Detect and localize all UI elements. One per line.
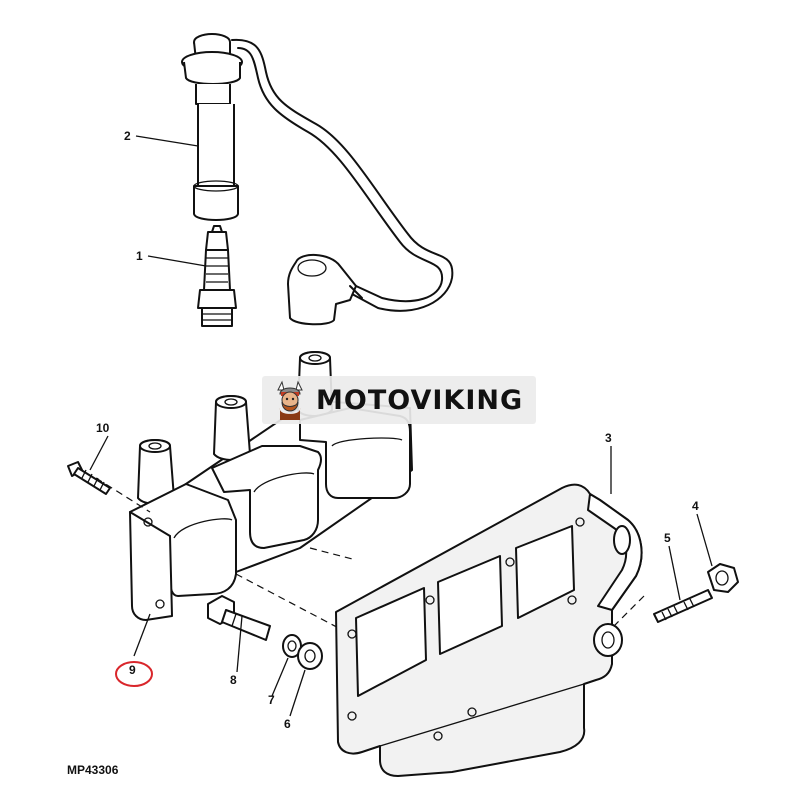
watermark-banner: MOTOVIKING <box>262 376 536 424</box>
screw <box>67 461 111 495</box>
washer <box>297 642 323 670</box>
mounting-bracket <box>335 483 643 777</box>
callout-5: 5 <box>664 531 671 545</box>
callout-1: 1 <box>136 249 143 263</box>
callout-6: 6 <box>284 717 291 731</box>
callout-9: 9 <box>129 663 136 677</box>
spark-plug-wire <box>231 38 454 326</box>
stud <box>653 589 713 623</box>
callout-7: 7 <box>268 693 275 707</box>
callout-4: 4 <box>692 499 699 513</box>
spark-plug <box>197 225 237 327</box>
callout-2: 2 <box>124 129 131 143</box>
nut <box>707 563 739 593</box>
callout-8: 8 <box>230 673 237 687</box>
ignition-coil-pack <box>129 351 413 621</box>
bolt <box>207 595 271 641</box>
callout-10: 10 <box>96 421 110 435</box>
spark-plug-boot <box>181 33 243 221</box>
watermark-text: MOTOVIKING <box>316 384 524 416</box>
callout-9-circle <box>115 661 153 687</box>
callout-3: 3 <box>605 431 612 445</box>
figure-id: MP43306 <box>67 763 119 777</box>
viking-mascot-icon <box>277 380 303 420</box>
